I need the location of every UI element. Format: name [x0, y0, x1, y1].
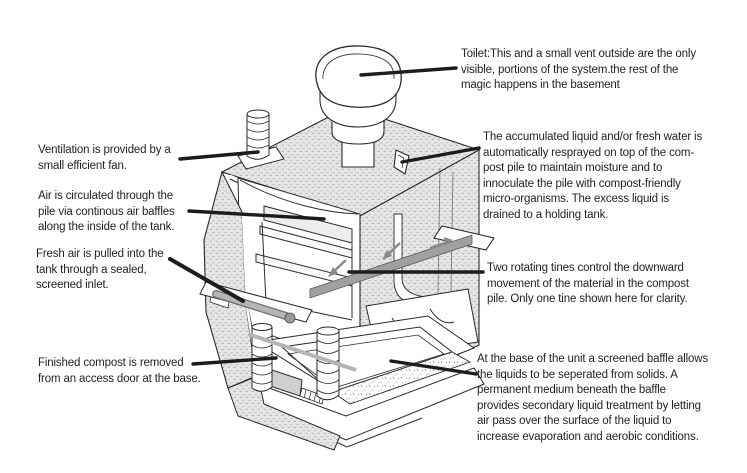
annotation-ventilation-fan: Ventilation is provided by a small effic… [38, 144, 171, 172]
annotation-rotating-tines: Two rotating tines control the downward … [487, 262, 689, 305]
leader-resprayed-liquid [400, 146, 481, 164]
leader-ventilation-fan [178, 150, 260, 161]
leader-toilet [359, 66, 458, 77]
rotating-tine-bar [309, 234, 473, 299]
leader-finished-compost [191, 356, 278, 366]
annotation-fresh-air-inlet: Fresh air is pulled into the tank throug… [36, 248, 164, 291]
base-unit [227, 288, 485, 451]
vent-fan-pipe [237, 109, 285, 170]
annotation-air-baffles: Air is circulated through the pile via c… [38, 190, 175, 233]
fresh-air-inlet-tube [199, 281, 357, 372]
annotation-screened-baffle: At the base of the unit a screened baffl… [477, 353, 709, 443]
annotation-toilet: Toilet:This and a small vent outside are… [461, 48, 696, 91]
leader-screened-baffle [389, 359, 478, 376]
annotation-resprayed-liquid: The accumulated liquid and/or fresh wate… [483, 131, 703, 221]
annotation-finished-compost: Finished compost is removed from an acce… [38, 357, 201, 385]
leader-air-baffles [187, 209, 326, 221]
toilet [315, 45, 402, 168]
airflow-arrow [328, 237, 453, 277]
leader-fresh-air-inlet [168, 257, 245, 303]
corrugated-pillar [316, 326, 340, 401]
